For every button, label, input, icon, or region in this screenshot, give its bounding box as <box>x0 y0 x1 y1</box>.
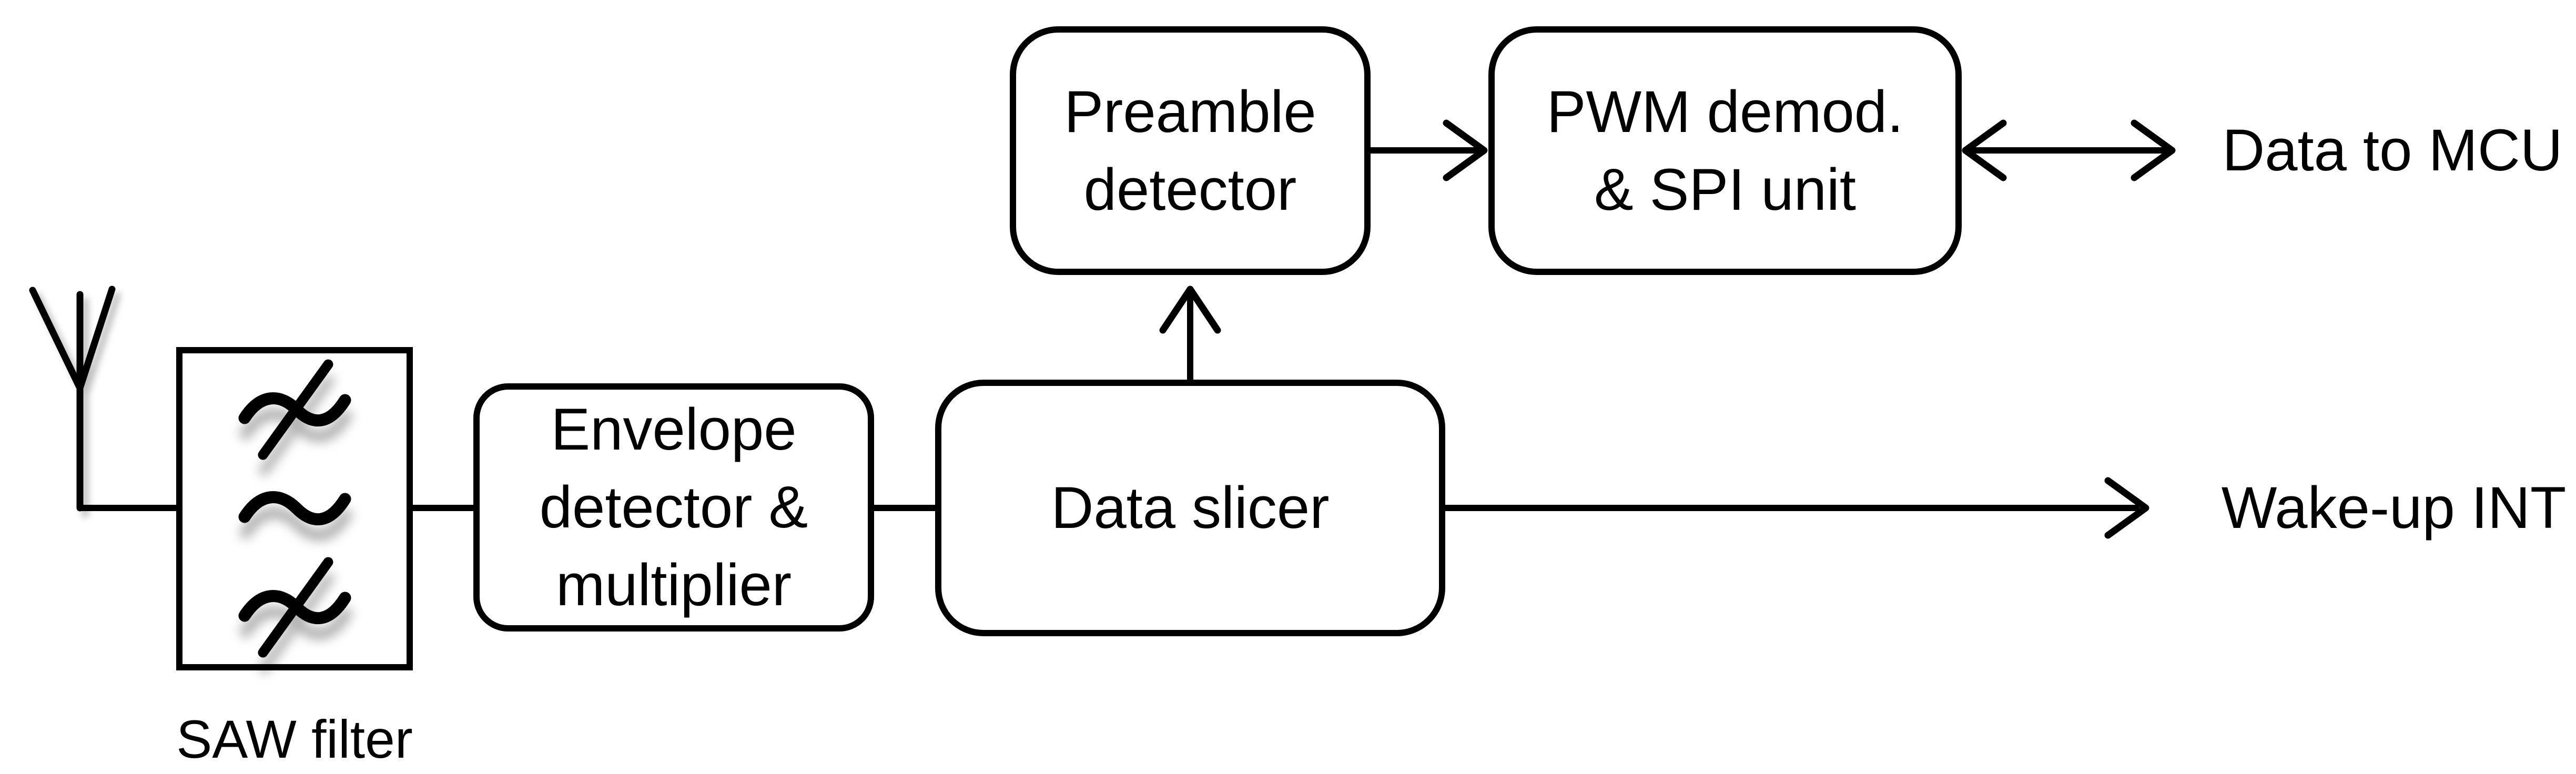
filter-wave-crossed-top-icon <box>238 359 351 460</box>
bandpass-filter-icon <box>238 359 351 658</box>
node-label-line: detector & <box>539 474 808 540</box>
filter-wave-icon <box>238 491 351 526</box>
node-envelope-detector: Envelope detector & multiplier <box>473 383 874 632</box>
node-preamble-detector: Preamble detector <box>1010 26 1371 275</box>
node-pwm-spi-unit: PWM demod. & SPI unit <box>1488 26 1962 275</box>
node-label-line: Envelope <box>551 396 797 462</box>
antenna-icon <box>29 286 116 512</box>
node-saw-filter <box>176 347 413 670</box>
wakeup-int-label: Wake-up INT <box>2221 475 2567 541</box>
node-label-line: & SPI unit <box>1594 156 1857 222</box>
node-label-line: Preamble <box>1064 78 1316 145</box>
arrow-pwm-to-mcu-bidirectional <box>1962 119 2176 181</box>
arrow-dataslicer-to-wakeup <box>1444 477 2149 539</box>
node-label-line: PWM demod. <box>1546 78 1904 145</box>
saw-filter-label: SAW filter <box>176 709 413 769</box>
data-to-mcu-label: Data to MCU <box>2222 117 2563 183</box>
node-label-line: Data slicer <box>1051 475 1330 541</box>
node-data-slicer: Data slicer <box>935 380 1445 636</box>
node-label-line: detector <box>1083 156 1297 222</box>
arrow-dataslicer-to-preamble <box>1159 286 1221 381</box>
node-label-line: multiplier <box>555 552 792 618</box>
filter-wave-crossed-bottom-icon <box>238 557 351 658</box>
arrow-preamble-to-pwm <box>1370 119 1488 181</box>
